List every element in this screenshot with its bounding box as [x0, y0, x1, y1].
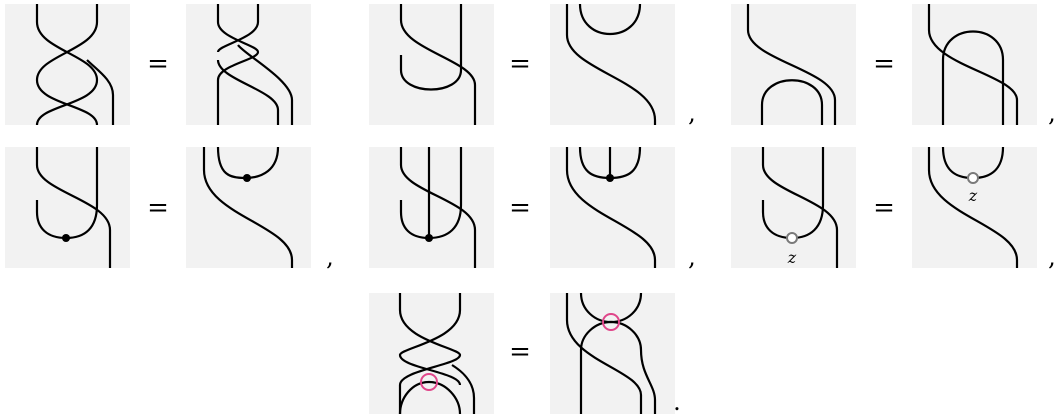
equation-7-rhs: [550, 292, 675, 414]
equation-5-rhs: [550, 146, 675, 268]
equals-sign: =: [509, 49, 531, 79]
virtual-crossing-marker: [420, 373, 438, 391]
equals-sign: =: [509, 337, 531, 367]
equation-1-lhs: [5, 4, 130, 126]
equation-2-lhs: [369, 4, 494, 125]
equals-sign: =: [147, 193, 169, 223]
equation-7-lhs: [369, 293, 494, 415]
equation-6-rhs: z: [912, 146, 1037, 268]
equation-6-lhs: z: [731, 147, 856, 268]
vertex-dot: [425, 234, 433, 242]
vertex-dot: [62, 234, 70, 242]
equation-4-lhs: [5, 147, 130, 268]
vertex-dot: [606, 174, 614, 182]
comma: ,: [1048, 99, 1056, 127]
period: .: [673, 388, 681, 416]
equation-1-rhs: [186, 4, 311, 125]
open-vertex-circle: [786, 232, 798, 244]
comma: ,: [1048, 243, 1056, 271]
comma: ,: [688, 243, 696, 271]
equals-sign: =: [873, 49, 895, 79]
equation-4-rhs: [186, 146, 311, 268]
equals-sign: =: [509, 193, 531, 223]
virtual-crossing-marker: [602, 313, 620, 331]
equation-3-lhs: [731, 4, 856, 125]
label-z: z: [787, 248, 797, 267]
vertex-dot: [243, 174, 251, 182]
equation-2-rhs: [550, 3, 675, 125]
comma: ,: [688, 99, 696, 127]
label-z: z: [968, 186, 978, 205]
equation-5-lhs: [369, 147, 494, 268]
equals-sign: =: [873, 193, 895, 223]
equals-sign: =: [147, 49, 169, 79]
comma: ,: [326, 243, 334, 271]
equation-3-rhs: [912, 4, 1037, 125]
open-vertex-circle: [967, 172, 979, 184]
